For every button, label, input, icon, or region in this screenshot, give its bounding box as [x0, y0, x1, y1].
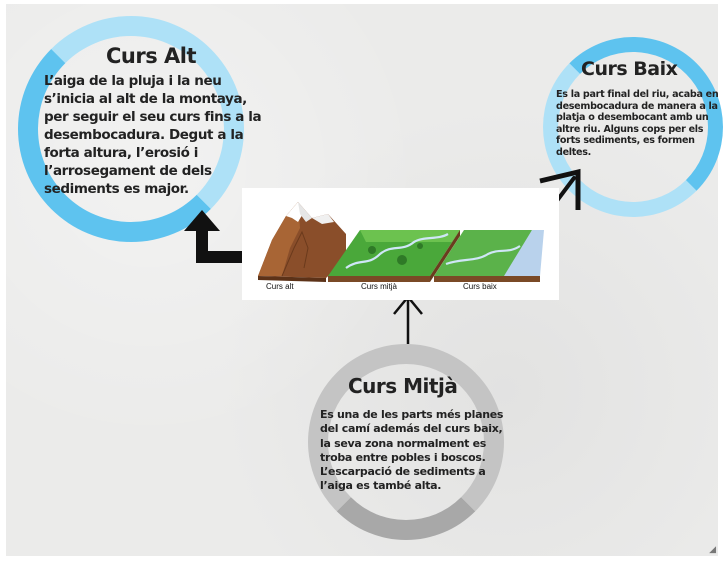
label-curs-mitja: Curs mitjà: [361, 282, 398, 291]
arrow-to-curs-alt: [184, 210, 246, 263]
valley-illustration: [328, 230, 460, 282]
curs-baix-title: Curs Baix: [581, 58, 678, 80]
resize-grip-icon[interactable]: ◢: [709, 545, 716, 555]
curs-alt-title: Curs Alt: [106, 44, 197, 68]
curs-baix-text: Es la part final del riu, acaba en desem…: [556, 89, 719, 158]
river-courses-image: Curs alt Curs mitjà Curs baix: [242, 188, 559, 300]
arrow-to-image: [393, 295, 423, 344]
curs-mitja-text: Es una de les parts més planes del camí …: [320, 408, 504, 493]
canvas: Curs Alt L’aiga de la pluja i la neu s’i…: [6, 4, 723, 556]
river-stages-illustration: [258, 202, 544, 282]
label-curs-baix: Curs baix: [463, 282, 497, 291]
mountain-illustration: [258, 202, 346, 282]
curs-alt-text: L’aiga de la pluja i la neu s’inicia al …: [44, 73, 262, 197]
delta-illustration: [434, 230, 544, 282]
curs-mitja-title: Curs Mitjà: [348, 374, 458, 398]
label-curs-alt: Curs alt: [266, 282, 294, 291]
